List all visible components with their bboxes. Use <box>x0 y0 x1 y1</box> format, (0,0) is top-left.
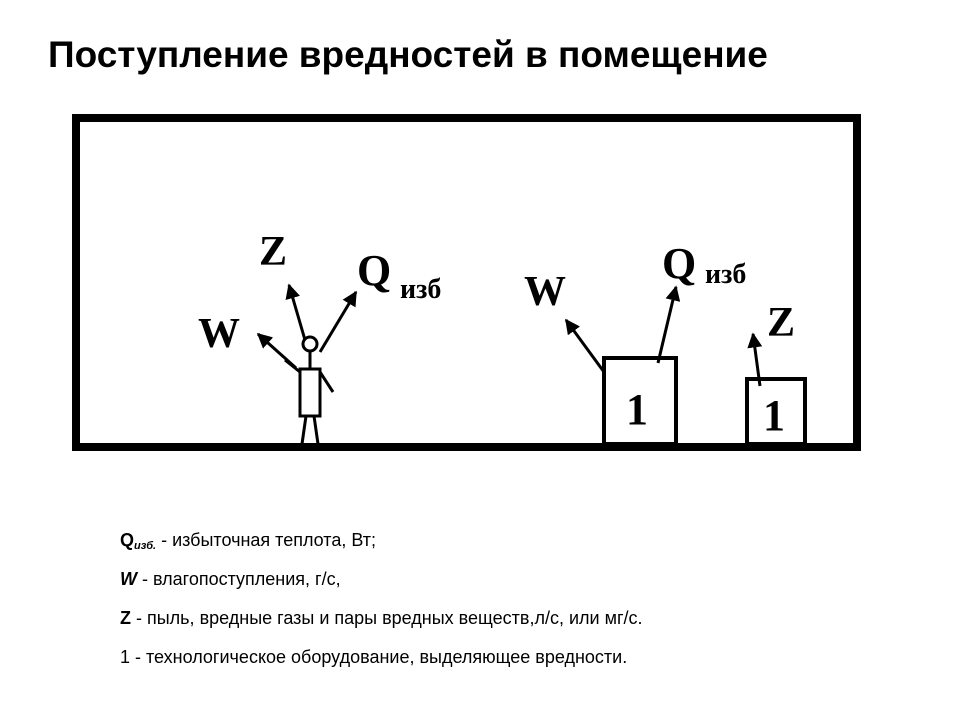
legend-equipment: 1 - технологическое оборудование, выделя… <box>120 645 920 669</box>
worker-z-label: Z <box>259 229 287 275</box>
equipment-w-label: W <box>524 269 566 315</box>
legend-z-symbol: Z <box>120 608 131 628</box>
equipment-box-2 <box>745 377 807 446</box>
worker-w-label: W <box>198 311 240 357</box>
legend-z: Z - пыль, вредные газы и пары вредных ве… <box>120 606 920 630</box>
equipment-q-subscript: изб <box>705 259 746 290</box>
legend-equipment-text: 1 - технологическое оборудование, выделя… <box>120 647 628 667</box>
slide-title: Поступление вредностей в помещение <box>48 34 768 75</box>
equipment-w-arrow <box>564 318 606 373</box>
room-outline <box>72 114 861 451</box>
equipment-box-2-number: 1 <box>763 391 785 440</box>
equipment-z-label: Z <box>767 300 795 346</box>
legend-w-symbol: W <box>120 569 137 589</box>
legend-z-text: - пыль, вредные газы и пары вредных веще… <box>131 608 643 628</box>
equipment-q-label: Q <box>662 239 696 288</box>
equipment-z-arrow <box>747 332 763 387</box>
legend-q-text: - избыточная теплота, Вт; <box>156 530 376 550</box>
legend: Qизб. - избыточная теплота, Вт; W - влаг… <box>120 528 920 684</box>
legend-q: Qизб. - избыточная теплота, Вт; <box>120 528 920 552</box>
equipment-q-arrow <box>656 285 681 364</box>
worker-w-arrow <box>256 332 298 370</box>
worker-q-arrow <box>318 290 358 353</box>
worker-figure <box>284 335 335 445</box>
legend-w-text: - влагопоступления, г/с, <box>137 569 341 589</box>
worker-q-label: Q <box>357 246 391 295</box>
equipment-box-1-number: 1 <box>626 385 648 434</box>
legend-w: W - влагопоступления, г/с, <box>120 567 920 591</box>
legend-q-subscript: изб. <box>134 540 157 552</box>
worker-z-arrow <box>285 283 307 341</box>
legend-q-symbol: Q <box>120 530 135 550</box>
equipment-box-1 <box>602 356 678 446</box>
worker-q-subscript: изб <box>400 274 441 305</box>
